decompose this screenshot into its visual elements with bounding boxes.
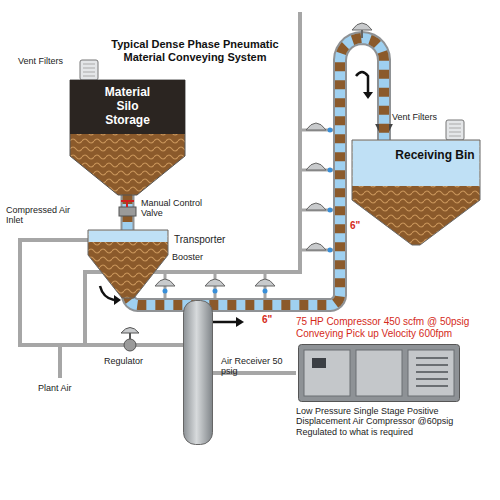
dimension-label: 6" — [262, 314, 272, 326]
part-label: Manual Control Valve — [141, 198, 215, 219]
part-label: Plant Air — [38, 383, 72, 393]
part-label: Booster — [172, 252, 203, 262]
node-label: Transporter — [174, 234, 225, 246]
part-label: Regulator — [104, 356, 143, 366]
air-receiver-shape — [183, 300, 213, 445]
node-label: 75 HP Compressor 450 scfm @ 50psig Conve… — [296, 316, 470, 339]
part-label: Vent Filters — [18, 56, 63, 66]
transporter: Transporter — [88, 230, 168, 298]
node-label: Material Silo Storage — [70, 86, 185, 127]
dimension-label: 6" — [350, 220, 360, 232]
node-note: Low Pressure Single Stage Positive Displ… — [296, 406, 470, 437]
node-label: Receiving Bin — [394, 149, 476, 163]
node-label: Air Receiver 50 psig — [221, 356, 293, 377]
transporter-shape — [88, 230, 168, 298]
receiving-bin: Receiving Bin — [352, 140, 480, 245]
manual-valve — [119, 201, 136, 216]
part-label: Vent Filters — [392, 112, 437, 122]
compressor: 75 HP Compressor 450 scfm @ 50psig Conve… — [296, 316, 470, 437]
silo: Material Silo Storage — [70, 80, 185, 195]
booster-valve — [163, 128, 333, 294]
compressor-shape — [298, 344, 460, 402]
booster-stem — [361, 30, 363, 38]
regulator-symbol — [121, 328, 139, 352]
air-receiver: Air Receiver 50 psig — [183, 300, 213, 445]
diagram-title: Typical Dense Phase Pneumatic Material C… — [95, 38, 295, 63]
plant-air-line — [58, 345, 62, 378]
vent-filter — [80, 60, 98, 80]
vent-filter — [446, 120, 464, 140]
part-label: Compressed Air Inlet — [6, 205, 82, 226]
booster-feed — [300, 130, 334, 250]
booster-feed — [165, 272, 265, 298]
